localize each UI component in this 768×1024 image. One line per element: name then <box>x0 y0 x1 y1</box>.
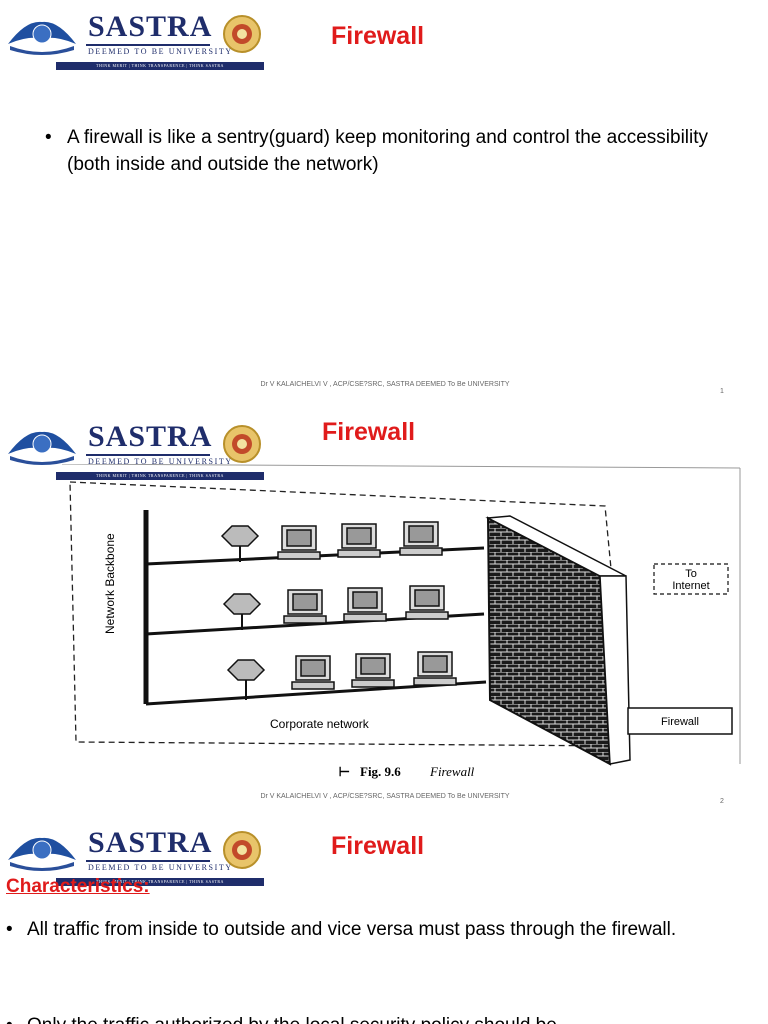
logo-subtitle: DEEMED TO BE UNIVERSITY <box>88 47 233 56</box>
scan-edge <box>61 464 741 469</box>
bullet-item: • Only the traffic authorized by the loc… <box>6 1012 767 1024</box>
bullet-item: • A firewall is like a sentry(guard) kee… <box>45 124 717 178</box>
logo-name: SASTRA <box>88 10 213 43</box>
figure-caption: Firewall <box>429 764 475 779</box>
computer-icon <box>337 523 381 558</box>
logo-name: SASTRA <box>88 826 213 859</box>
bullet-item: • All traffic from inside to outside and… <box>6 916 727 943</box>
sastra-logo: SASTRA DEEMED TO BE UNIVERSITY THINK MER… <box>6 826 264 886</box>
corporate-network-label: Corporate network <box>270 717 370 731</box>
corporate-boundary <box>69 481 629 747</box>
router-icon <box>222 593 262 615</box>
computer-icons <box>277 521 457 690</box>
slide-title: Firewall <box>322 418 416 446</box>
slide-1: SASTRA DEEMED TO BE UNIVERSITY THINK MER… <box>0 0 768 410</box>
university-seal-icon <box>223 15 261 53</box>
slide-title: Firewall <box>331 22 425 50</box>
logo-divider <box>86 454 210 456</box>
bullet-dot-icon: • <box>6 919 13 940</box>
university-seal-icon <box>223 425 261 463</box>
sastra-emblem-icon <box>8 837 76 871</box>
sastra-logo: SASTRA DEEMED TO BE UNIVERSITY THINK MER… <box>6 10 264 70</box>
computer-icon <box>405 585 449 620</box>
computer-icon <box>283 589 327 624</box>
sastra-emblem-icon <box>8 431 76 465</box>
firewall-network-diagram: Network Backbone <box>61 464 741 779</box>
logo-divider <box>86 860 210 862</box>
page-number: 2 <box>720 798 724 805</box>
computer-icon <box>277 525 321 560</box>
bullet-dot-icon: • <box>45 127 52 148</box>
svg-text:⊢: ⊢ <box>339 764 350 779</box>
internet-box <box>653 563 729 595</box>
slide-3: SASTRA DEEMED TO BE UNIVERSITY THINK MER… <box>0 822 768 1024</box>
firewall-label-box <box>627 707 733 735</box>
firewall-label: Firewall <box>661 716 699 728</box>
bullet-text: Only the traffic authorized by the local… <box>27 1015 557 1024</box>
computer-icon <box>343 587 387 622</box>
backbone-label: Network Backbone <box>103 533 117 634</box>
logo-subtitle: DEEMED TO BE UNIVERSITY <box>88 457 233 466</box>
router-icon <box>220 525 260 547</box>
bullet-dot-icon: • <box>6 1012 13 1024</box>
logo-divider <box>86 44 210 46</box>
computer-icon <box>399 521 443 556</box>
slide-footer: Dr V KALAICHELVI V , ACP/CSE?SRC, SASTRA… <box>260 793 510 800</box>
slide-title: Firewall <box>331 832 425 860</box>
figure-number: Fig. 9.6 <box>360 764 401 779</box>
characteristics-heading: Characteristics: <box>6 876 150 897</box>
sastra-logo: SASTRA DEEMED TO BE UNIVERSITY THINK MER… <box>6 420 264 480</box>
logo-tagline: THINK MERIT | THINK TRANSPARENCE | THINK… <box>56 472 264 480</box>
logo-subtitle: DEEMED TO BE UNIVERSITY <box>88 863 233 872</box>
slide-2: SASTRA DEEMED TO BE UNIVERSITY THINK MER… <box>0 410 768 822</box>
university-seal-icon <box>223 831 261 869</box>
logo-tagline: THINK MERIT | THINK TRANSPARENCE | THINK… <box>56 878 264 886</box>
logo-name: SASTRA <box>88 420 213 453</box>
bullet-text: All traffic from inside to outside and v… <box>27 919 677 940</box>
router-icon <box>226 659 266 681</box>
computer-icon <box>413 651 457 686</box>
bullet-text: A firewall is like a sentry(guard) keep … <box>67 127 709 175</box>
slide-footer: Dr V KALAICHELVI V , ACP/CSE?SRC, SASTRA… <box>260 381 510 388</box>
firewall-wall-icon <box>485 515 631 766</box>
computer-icon <box>351 653 395 688</box>
page-number: 1 <box>720 388 724 395</box>
sastra-emblem-icon <box>8 21 76 55</box>
computer-icon <box>291 655 335 690</box>
logo-tagline: THINK MERIT | THINK TRANSPARENCE | THINK… <box>56 62 264 70</box>
